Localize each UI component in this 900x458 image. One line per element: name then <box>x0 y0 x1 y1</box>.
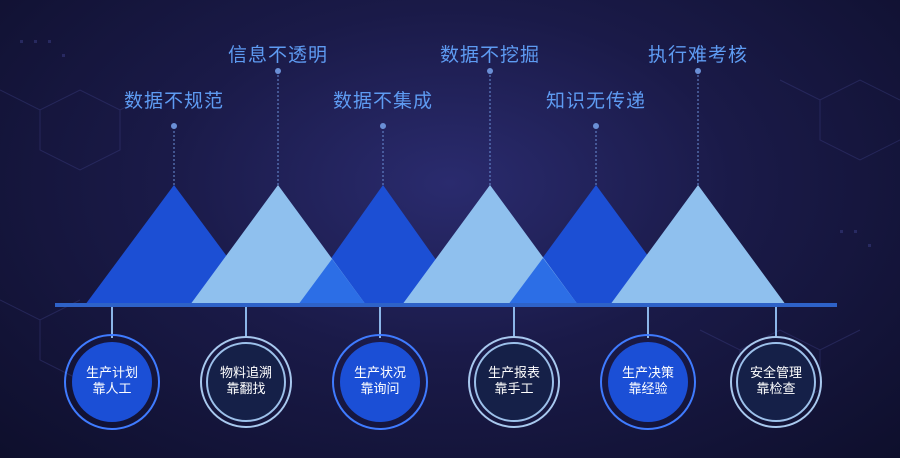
circle-line1: 生产计划 <box>85 366 138 381</box>
circle-material-trace: 物料追溯 靠翻找 <box>200 336 292 428</box>
triangle-light-3 <box>610 185 786 305</box>
circle-text: 生产决策 靠经验 <box>616 366 680 398</box>
circle-ring <box>64 334 160 430</box>
circle-ring <box>600 334 696 430</box>
circle-line1: 生产状况 <box>353 366 406 381</box>
label-hard-to-assess: 执行难考核 <box>647 44 749 66</box>
circle-line1: 生产报表 <box>487 366 540 381</box>
circle-line2: 靠经验 <box>628 382 668 397</box>
leader-lines <box>173 71 699 185</box>
circle-ring <box>730 336 822 428</box>
circle-line1: 生产决策 <box>621 366 674 381</box>
leader-dot <box>695 68 701 74</box>
circle-text: 生产计划 靠人工 <box>80 366 144 398</box>
leader-dot <box>487 68 493 74</box>
circle-line2: 靠手工 <box>494 382 534 397</box>
circle-line2: 靠检查 <box>756 382 796 397</box>
leader-dot <box>275 68 281 74</box>
circle-text: 物料追溯 靠翻找 <box>214 366 278 398</box>
overlap-2 <box>508 258 578 305</box>
circle-line2: 靠翻找 <box>226 382 266 397</box>
label-info-opaque: 信息不透明 <box>227 44 329 66</box>
leader-dot <box>380 123 386 129</box>
label-data-irregular: 数据不规范 <box>123 90 225 112</box>
label-data-not-mined: 数据不挖掘 <box>439 44 541 66</box>
circle-text: 生产状况 靠询问 <box>348 366 412 398</box>
overlap-1 <box>298 259 366 305</box>
leader-dots <box>171 68 701 129</box>
circle-line1: 安全管理 <box>749 366 802 381</box>
baseline <box>55 303 837 307</box>
circle-ring <box>468 336 560 428</box>
connectors <box>111 307 777 338</box>
circle-production-report: 生产报表 靠手工 <box>468 336 560 428</box>
label-data-not-integrated: 数据不集成 <box>332 90 434 112</box>
circle-ring <box>200 336 292 428</box>
circle-production-plan: 生产计划 靠人工 <box>64 334 160 430</box>
circle-ring <box>332 334 428 430</box>
circle-production-status: 生产状况 靠询问 <box>332 334 428 430</box>
circle-text: 生产报表 靠手工 <box>482 366 546 398</box>
leader-dot <box>593 123 599 129</box>
circle-line2: 靠询问 <box>360 382 400 397</box>
circle-line2: 靠人工 <box>92 382 132 397</box>
circle-text: 安全管理 靠检查 <box>744 366 808 398</box>
circle-production-decision: 生产决策 靠经验 <box>600 334 696 430</box>
circle-safety-management: 安全管理 靠检查 <box>730 336 822 428</box>
circle-line1: 物料追溯 <box>219 366 272 381</box>
label-no-knowledge-transfer: 知识无传递 <box>545 90 647 112</box>
leader-dot <box>171 123 177 129</box>
